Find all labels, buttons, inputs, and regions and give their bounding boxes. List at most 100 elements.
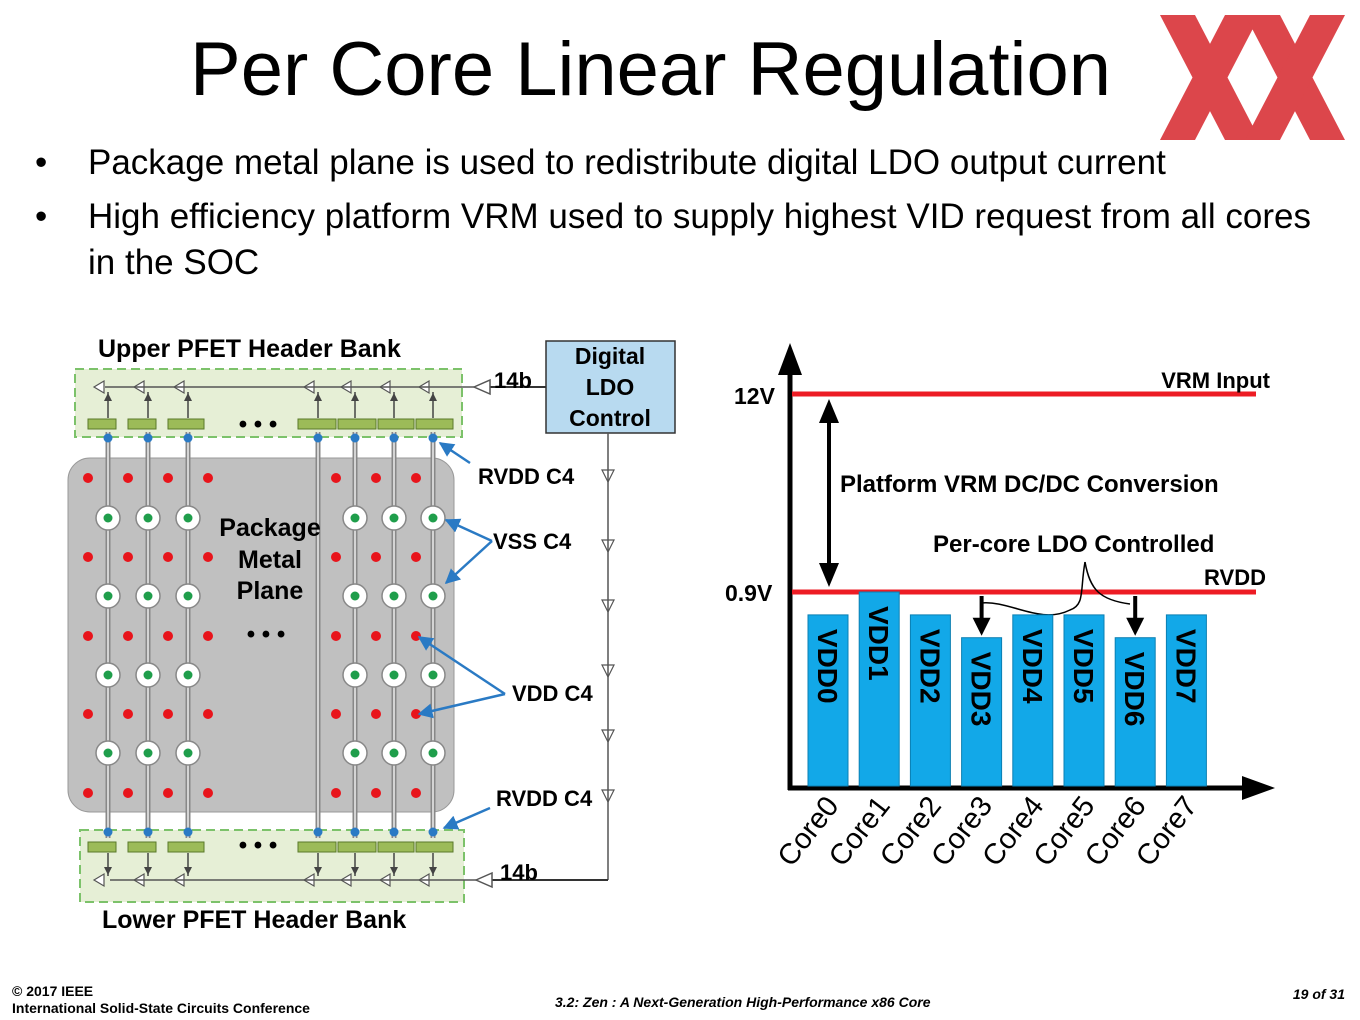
vss-c4-bump <box>183 591 193 601</box>
vss-c4-bump <box>143 670 153 680</box>
ldo-control-line1: Digital <box>575 343 645 369</box>
vss-c4-bump <box>389 670 399 680</box>
vss-c4-bump <box>183 513 193 523</box>
pfet-header-segment <box>127 841 157 853</box>
callout-rvdd-top: RVDD C4 <box>478 464 575 489</box>
conversion-arrow-down-icon <box>819 563 839 587</box>
vdd-c4-bump <box>203 473 213 483</box>
upper-bank-label: Upper PFET Header Bank <box>98 335 401 363</box>
vdd-bar-label: VDD4 <box>1017 629 1048 704</box>
bus-label-top: 14b <box>494 368 532 393</box>
level-label-0-9v: 0.9V <box>725 580 773 606</box>
pfet-arrow-icon <box>104 867 112 875</box>
ldo-controlled-label: Per-core LDO Controlled <box>933 531 1214 558</box>
vdd-c4-bump <box>371 709 381 719</box>
pfet-arrow-icon <box>104 393 112 401</box>
vss-c4-bump <box>389 591 399 601</box>
rvdd-c4-bump <box>350 827 360 837</box>
vdd-c4-bump <box>411 631 421 641</box>
vdd-c4-bump <box>371 473 381 483</box>
vdd-bar <box>807 614 849 787</box>
pfet-buffer-icon <box>92 379 105 395</box>
vdd-bar <box>909 614 951 787</box>
vss-c4-bump <box>183 748 193 758</box>
vdd-c4-bump <box>163 552 173 562</box>
vss-c4-bump <box>143 591 153 601</box>
pfet-arrow-icon <box>144 393 152 401</box>
ellipsis-lower: • • • <box>239 832 278 859</box>
pfet-arrow-icon <box>351 867 359 875</box>
bullet-text: High efficiency platform VRM used to sup… <box>88 197 1311 282</box>
bullet-text: Package metal plane is used to redistrib… <box>88 143 1166 182</box>
vdd-bar-label: VDD5 <box>1068 629 1099 704</box>
rvdd-c4-bump <box>103 827 113 837</box>
callout-rvdd-top-arrow <box>438 441 471 465</box>
vdd-bar <box>1114 637 1156 787</box>
pfet-arrow-icon <box>184 867 192 875</box>
vss-c4-bump <box>183 670 193 680</box>
vss-c4-bump <box>350 748 360 758</box>
ldo-bracket-line <box>980 561 1086 616</box>
pfet-arrow-icon <box>390 393 398 401</box>
rvdd-c4-bump <box>103 433 113 443</box>
rvdd-c4-bump <box>313 433 323 443</box>
vdd-c4-bump <box>83 788 93 798</box>
callout-vss: VSS C4 <box>493 529 572 554</box>
vss-c4-bump <box>103 670 113 680</box>
rvdd-c4-bump <box>389 433 399 443</box>
vdd-c4-bump <box>123 631 133 641</box>
bullet-list: • Package metal plane is used to redistr… <box>35 140 1325 294</box>
pfet-arrow-icon <box>314 393 322 401</box>
pfet-header-segment <box>297 418 337 430</box>
vdd-c4-bump <box>123 473 133 483</box>
vss-c4-bump <box>350 591 360 601</box>
vss-c4-bump <box>143 513 153 523</box>
y-axis-arrow-icon <box>778 343 802 375</box>
rvdd-c4-bump <box>143 827 153 837</box>
plane-label-line3: Plane <box>237 577 304 605</box>
ldo-drop-arrow-icon <box>1126 617 1145 636</box>
pfet-arrow-icon <box>390 867 398 875</box>
vss-c4-bump <box>103 748 113 758</box>
vdd-c4-bump <box>203 552 213 562</box>
vss-c4-bump <box>389 748 399 758</box>
vdd-c4-bump <box>163 788 173 798</box>
vdd-c4-bump <box>83 552 93 562</box>
vdd-c4-bump <box>331 631 341 641</box>
callout-vdd-arrow-2 <box>417 692 506 719</box>
pfet-arrow-icon <box>184 393 192 401</box>
vdd-c4-bump <box>83 473 93 483</box>
callout-rvdd-bottom: RVDD C4 <box>496 786 593 811</box>
vdd-bar-label: VDD0 <box>812 629 843 704</box>
vss-c4-bump <box>103 513 113 523</box>
vss-c4-bump <box>143 748 153 758</box>
vdd-c4-bump <box>411 788 421 798</box>
vdd-bar-label: VDD1 <box>863 606 894 681</box>
vdd-c4-bump <box>331 709 341 719</box>
level-label-12v: 12V <box>734 383 776 409</box>
upper-bus-arrow-icon <box>472 378 491 396</box>
vss-c4-bump <box>350 513 360 523</box>
bus-label-bottom: 14b <box>500 860 538 885</box>
lower-bus-arrow-icon <box>474 871 493 889</box>
footer-talk-title: 3.2: Zen : A Next-Generation High-Perfor… <box>555 994 931 1010</box>
rvdd-label: RVDD <box>1204 565 1266 590</box>
vdd-c4-bump <box>83 709 93 719</box>
vdd-c4-bump <box>371 552 381 562</box>
rvdd-c4-bump <box>428 827 438 837</box>
vdd-c4-bump <box>123 709 133 719</box>
footer-page-number: 19 of 31 <box>1292 986 1345 1002</box>
xx-logo-icon <box>1160 15 1345 140</box>
pfet-header-segment <box>167 841 205 853</box>
digital-ldo-control-box <box>545 340 676 434</box>
vss-c4-bump <box>389 513 399 523</box>
vdd-bar <box>1063 614 1105 787</box>
vrm-input-label: VRM Input <box>1161 368 1270 393</box>
diagram-area: Upper PFET Header Bank Lower PFET Header… <box>67 335 1275 934</box>
pfet-header-segment <box>87 841 117 853</box>
ellipsis-upper: • • • <box>239 411 278 438</box>
conversion-label: Platform VRM DC/DC Conversion <box>840 471 1219 498</box>
pfet-header-segment <box>127 418 157 430</box>
vdd-c4-bump <box>163 709 173 719</box>
ldo-control-line3: Control <box>569 405 651 431</box>
